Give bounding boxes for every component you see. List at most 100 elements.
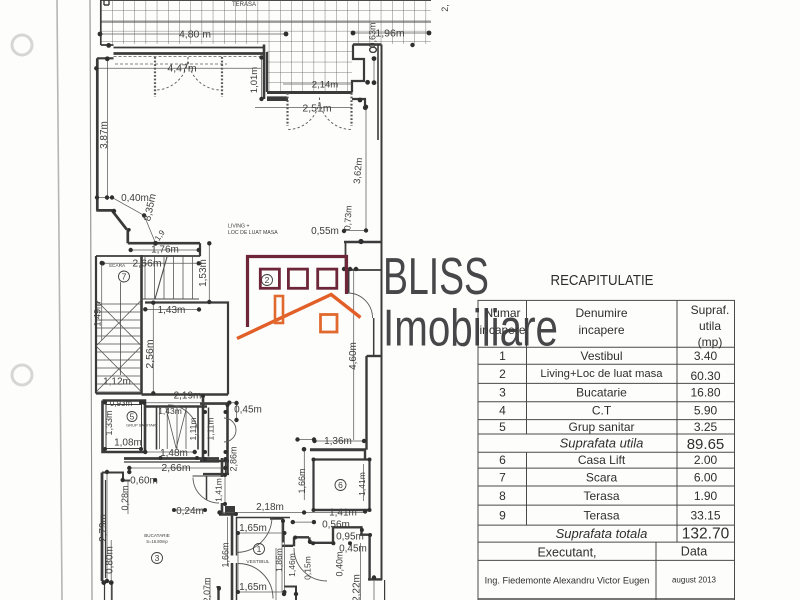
svg-text:33.15: 33.15: [690, 509, 720, 523]
svg-text:1,76m: 1,76m: [151, 245, 179, 256]
svg-text:4: 4: [499, 404, 506, 418]
svg-text:Vestibul: Vestibul: [580, 349, 622, 363]
svg-text:3: 3: [155, 553, 160, 563]
svg-text:2,: 2,: [440, 4, 450, 12]
svg-text:1,48m: 1,48m: [160, 448, 188, 459]
svg-text:Executant,: Executant,: [537, 546, 596, 560]
svg-text:3,87m: 3,87m: [99, 121, 110, 149]
svg-text:5: 5: [499, 420, 506, 434]
svg-text:LIVING +: LIVING +: [228, 224, 249, 230]
svg-text:0,80m: 0,80m: [105, 546, 116, 574]
svg-text:Imobiliare: Imobiliare: [383, 300, 558, 358]
svg-text:1,41m: 1,41m: [357, 472, 367, 496]
svg-text:TERASA: TERASA: [232, 2, 256, 8]
svg-text:1,36m: 1,36m: [324, 436, 352, 447]
svg-text:2,18m: 2,18m: [256, 502, 284, 513]
svg-text:Casa Lift: Casa Lift: [578, 453, 626, 467]
svg-text:1,43m: 1,43m: [158, 406, 182, 416]
svg-text:60.30: 60.30: [690, 369, 720, 383]
svg-text:1,65m: 1,65m: [239, 523, 267, 534]
svg-text:Ing. Fiedemonte Alexandru Vict: Ing. Fiedemonte Alexandru Victor Eugen: [485, 576, 650, 586]
svg-text:1.90: 1.90: [694, 489, 718, 503]
svg-text:Terasa: Terasa: [583, 509, 619, 523]
svg-text:Scara: Scara: [586, 471, 618, 485]
svg-text:Numar: Numar: [484, 306, 520, 320]
svg-text:utila: utila: [699, 319, 721, 333]
svg-text:1,01m: 1,01m: [249, 67, 260, 93]
svg-text:89.65: 89.65: [687, 436, 725, 453]
svg-text:6: 6: [338, 480, 343, 490]
svg-text:2,66m: 2,66m: [132, 258, 161, 270]
svg-text:1,96m: 1,96m: [375, 28, 404, 40]
svg-text:5: 5: [130, 412, 135, 422]
svg-text:(mp): (mp): [698, 335, 723, 349]
svg-text:0,56m: 0,56m: [322, 520, 350, 531]
svg-text:1,08m: 1,08m: [114, 438, 142, 449]
svg-text:8: 8: [499, 489, 506, 503]
svg-text:3: 3: [499, 386, 506, 400]
svg-text:0,40m: 0,40m: [121, 193, 149, 204]
svg-text:RECAPITULATIE: RECAPITULATIE: [551, 273, 654, 289]
svg-text:incapere: incapere: [578, 323, 624, 337]
svg-text:2,22m: 2,22m: [352, 574, 363, 600]
svg-text:0,24m: 0,24m: [176, 506, 204, 517]
svg-text:1,12m: 1,12m: [103, 377, 131, 388]
svg-text:3.25: 3.25: [694, 420, 718, 434]
svg-text:Terasa: Terasa: [583, 489, 619, 503]
svg-text:VESTIBUL: VESTIBUL: [246, 559, 270, 565]
svg-text:0,95m: 0,95m: [336, 532, 364, 543]
svg-text:0,93m: 0,93m: [110, 399, 133, 408]
svg-text:6.00: 6.00: [694, 471, 718, 485]
svg-text:1,41m: 1,41m: [214, 478, 224, 502]
svg-text:0,63m: 0,63m: [368, 22, 378, 47]
svg-text:3.40: 3.40: [694, 349, 718, 363]
svg-text:incapere: incapere: [479, 323, 525, 337]
svg-text:0,15m: 0,15m: [303, 556, 313, 580]
svg-text:2,86m: 2,86m: [229, 446, 239, 471]
svg-text:SCARA: SCARA: [109, 263, 126, 269]
svg-text:2,07m: 2,07m: [202, 577, 212, 600]
svg-text:3,62m: 3,62m: [352, 157, 365, 184]
svg-text:9: 9: [499, 509, 506, 523]
svg-text:1,65m: 1,65m: [239, 582, 267, 593]
svg-text:7: 7: [122, 272, 127, 282]
svg-text:C.T: C.T: [592, 404, 612, 418]
svg-text:4,60m: 4,60m: [348, 342, 359, 370]
svg-text:1: 1: [257, 544, 262, 554]
svg-text:Suprafata totala: Suprafata totala: [556, 526, 648, 541]
svg-text:2,19m: 2,19m: [174, 391, 202, 402]
svg-text:1,53m: 1,53m: [198, 259, 209, 287]
svg-text:august 2013: august 2013: [672, 576, 717, 585]
svg-text:2,56m: 2,56m: [144, 339, 156, 368]
svg-text:1,46m: 1,46m: [287, 553, 297, 577]
svg-text:Grup sanitar: Grup sanitar: [568, 420, 634, 434]
svg-text:1: 1: [499, 349, 506, 363]
svg-text:2.00: 2.00: [694, 453, 718, 467]
svg-text:0,73m: 0,73m: [342, 205, 353, 231]
svg-text:4,47m: 4,47m: [167, 63, 196, 75]
svg-text:BUCATARIE: BUCATARIE: [144, 533, 170, 538]
svg-text:1,66m: 1,66m: [221, 542, 231, 567]
svg-text:Denumire: Denumire: [575, 306, 627, 320]
svg-text:2,66m: 2,66m: [161, 462, 190, 474]
svg-text:7: 7: [499, 471, 506, 485]
svg-text:0,28m: 0,28m: [120, 485, 130, 510]
svg-text:Living+Loc de luat masa: Living+Loc de luat masa: [540, 368, 663, 380]
svg-text:Data: Data: [681, 545, 707, 559]
svg-text:2: 2: [499, 367, 506, 381]
svg-text:1,33m: 1,33m: [104, 410, 114, 435]
svg-text:0,55m: 0,55m: [311, 226, 339, 237]
svg-text:2,79m: 2,79m: [98, 514, 109, 542]
svg-text:S=16.80mp: S=16.80mp: [146, 539, 168, 544]
svg-text:16.80: 16.80: [690, 386, 720, 400]
svg-text:2: 2: [265, 275, 270, 285]
svg-text:Suprafata utila: Suprafata utila: [560, 436, 644, 451]
svg-text:1,43m: 1,43m: [158, 305, 186, 316]
svg-text:0,60m: 0,60m: [130, 476, 158, 487]
svg-text:1,11m: 1,11m: [206, 418, 216, 441]
svg-text:LOC DE LUAT MASA: LOC DE LUAT MASA: [228, 230, 278, 236]
svg-text:2,51m: 2,51m: [302, 103, 331, 115]
svg-text:0,40m: 0,40m: [335, 551, 345, 576]
svg-text:132.70: 132.70: [682, 526, 730, 543]
svg-text:1,41m: 1,41m: [329, 508, 357, 519]
